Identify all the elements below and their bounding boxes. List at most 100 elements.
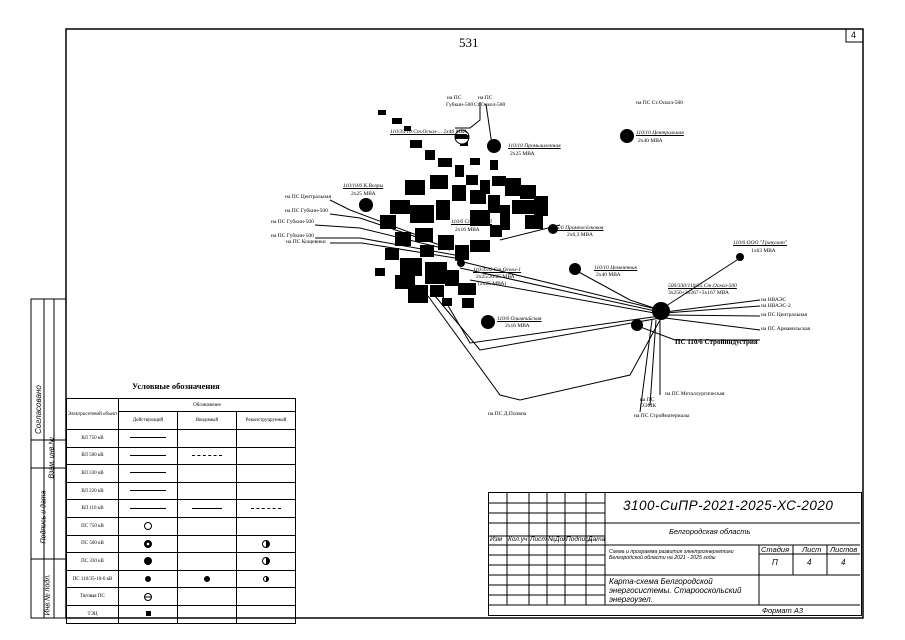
map-label: 2х25 МВА <box>351 191 376 197</box>
map-label: 2х6,3 МВА <box>567 232 593 238</box>
title-block: 3100-СиПР-2021-2025-ХС-2020 Белгородская… <box>488 492 862 616</box>
line-symbol <box>130 472 166 474</box>
legend-row: ТЭЦ <box>66 604 296 624</box>
stage-value: П <box>772 558 778 567</box>
legend-row: ВЛ 750 кВ <box>66 429 296 448</box>
region-name: Белгородская область <box>669 527 751 536</box>
col-koluch: Кол.уч <box>508 536 528 543</box>
legend-row-name: ВЛ 220 кВ <box>66 481 119 501</box>
map-label: на ПС Стройматериалы <box>634 413 690 419</box>
ps-reconstructed-icon <box>263 575 269 582</box>
map-label: на ПС Металлургическая <box>665 391 725 397</box>
legend-table: Электросетевой объект Обозначение Действ… <box>66 398 296 624</box>
col-list: Лист <box>530 536 547 543</box>
legend-row: ВЛ 220 кВ <box>66 481 296 501</box>
legend-row-name: Тяговая ПС <box>66 587 119 606</box>
legend-row: ПС 330 кВ <box>66 552 296 571</box>
sheet-number-box <box>845 28 864 43</box>
urban-area <box>375 110 548 308</box>
legend-row: Тяговая ПС <box>66 587 296 606</box>
map-label: 2х16 МВА <box>505 323 530 329</box>
stage-header: Стадия <box>761 545 790 554</box>
dashed-line-symbol <box>251 507 281 509</box>
ps-reconstructed-icon <box>262 539 270 548</box>
map-label: 110/10 Промышленная <box>508 143 561 149</box>
map-label: 110/35/6 Ст.Оскол-1 <box>473 267 522 273</box>
map-label: 110/10 Цементник <box>594 265 638 271</box>
map-label: на ПС Ст.Оскол-500 <box>636 100 684 106</box>
map-label: 110/6 Олимпийская <box>497 316 542 322</box>
sheets-value: 4 <box>841 558 846 567</box>
map-label: 2х25 МВА <box>510 151 535 157</box>
map-label: на ПС Центральная <box>761 312 808 318</box>
drawing-title: Карта-схема Белгородской энергосистемы. … <box>609 577 742 605</box>
map-label: 110/10/6 К.Возры <box>343 183 384 189</box>
title-block-grid <box>489 493 860 606</box>
ps-330-icon <box>144 557 152 566</box>
side-label-signature-date: Подпись и дата <box>40 490 48 544</box>
map-label: на ПС Губкин-500 <box>271 233 314 239</box>
map-label: 110/6 ООО "Гранулит" <box>733 240 788 246</box>
map-label: 3х250+3х267+3х167 МВА <box>668 290 730 296</box>
legend-row-name: ВЛ 500 кВ <box>66 446 119 466</box>
line-symbol <box>130 489 166 491</box>
dashed-line-symbol <box>192 454 222 456</box>
legend-row: ПС 750 кВ <box>66 516 296 536</box>
map-label: ПС 110/6 Стройиндустрия <box>675 338 758 346</box>
legend-col-designation: Обозначение <box>118 398 296 412</box>
legend-row-name: ТЭЦ <box>66 604 119 624</box>
ps-reconstructed-icon <box>262 557 270 566</box>
legend-row: ПС 110/35-10-6 кВ <box>66 569 296 589</box>
side-label-inv-original: Инв.№ подл. <box>44 574 52 616</box>
legend-row: ВЛ 110 кВ <box>66 499 296 518</box>
map-label: (2х25 МВА) <box>478 281 507 287</box>
map-label: на ПС Центральная <box>285 194 332 200</box>
map-label: 2х16 МВА <box>455 227 480 233</box>
legend-title: Условные обозначения <box>132 381 220 391</box>
legend-row: ПС 500 кВ <box>66 534 296 554</box>
side-label-inv-replacing: Взам. инв.№ <box>48 437 56 479</box>
map-label: на ПС <box>447 95 462 101</box>
sheet-number: 4 <box>851 30 857 40</box>
traction-ps-icon <box>144 592 152 601</box>
col-izm: Изм <box>490 536 503 543</box>
legend-row-name: ВЛ 750 кВ <box>66 429 119 448</box>
line-symbol <box>192 507 222 509</box>
legend-row-name: ПС 110/35-10-6 кВ <box>66 569 119 589</box>
map-label: 35/6 Промпосёлковая <box>554 225 604 231</box>
map-label: на ПС Армавильская <box>761 326 811 332</box>
transmission-lines <box>314 102 761 413</box>
map-label: на ПС Губкин-500 <box>271 219 314 225</box>
map-label: Ст.Оскол-500 <box>474 102 506 108</box>
ps-110-icon <box>145 575 151 582</box>
map-label: 2х40 МВА <box>596 272 621 278</box>
map-label: 1х63 МВА <box>751 248 776 254</box>
map-label: на ПС Д.Поляна <box>488 411 527 417</box>
legend-col-existing: Действующий <box>118 411 178 430</box>
sheet-value: 4 <box>807 558 812 567</box>
legend-row-name: ПС 330 кВ <box>66 552 119 571</box>
legend-col-object: Электросетевой объект <box>66 398 119 430</box>
sheets-header: Листов <box>830 545 858 554</box>
map-label: на ПС Губкин-500 <box>285 208 328 214</box>
map-label: 2х40 МВА <box>638 138 663 144</box>
map-label: на НВАЭС-2 <box>761 303 791 309</box>
legend-row-name: ВЛ 110 кВ <box>66 499 119 518</box>
map-label: 110/6 Ст.Оскол-2 <box>451 219 493 225</box>
legend-col-reconstructed: Реконструируемый <box>236 411 296 430</box>
paper-format: Формат А3 <box>762 606 804 615</box>
map-label: Губкин-500 <box>446 102 474 108</box>
ps-500-icon <box>144 539 152 548</box>
legend-col-new: Вводимый <box>177 411 237 430</box>
map-label: 110/10 Центральная <box>636 130 684 136</box>
map-label: 2х25/20/25 МВА <box>476 274 515 280</box>
page-number: 531 <box>459 35 479 50</box>
col-sign: Подпись <box>566 536 592 543</box>
line-symbol <box>130 437 166 439</box>
side-label-agreed: Согласовано <box>34 385 43 434</box>
map-label: 500/330/110/35 Ст.Оскол-500 <box>668 283 737 289</box>
col-doc: №Док <box>548 536 567 543</box>
substations <box>359 129 744 331</box>
map-label: 110/35/10 Ст.Оскол-... 2х40 МВА <box>390 129 467 135</box>
legend-row-name: ПС 750 кВ <box>66 516 119 536</box>
